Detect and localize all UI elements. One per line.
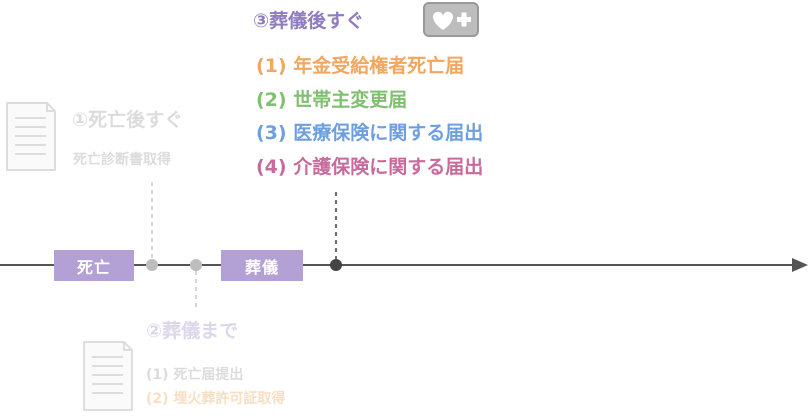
step3-item-1: (1) 年金受給権者死亡届 [256, 55, 465, 77]
step2-item-2: (2) 埋火葬許可証取得 [146, 391, 286, 407]
step2-item-1: (1) 死亡届提出 [146, 367, 244, 383]
step1-item-1: 死亡診断書取得 [73, 152, 171, 168]
step1-title: ①死亡後すぐ [72, 109, 184, 131]
timeline-dot-step2 [190, 259, 202, 271]
timeline-dot-step1 [146, 259, 158, 271]
document-icon [6, 102, 56, 171]
step3-item-2: (2) 世帯主変更届 [256, 89, 408, 111]
step3-title: ③葬儀後すぐ [253, 10, 365, 32]
timeline-dot-step3 [330, 259, 342, 271]
step3-item-3: (3) 医療保険に関する届出 [256, 122, 484, 144]
death-label: 死亡 [54, 250, 134, 281]
insurance-card-icon [423, 2, 479, 37]
step3-item-4: (4) 介護保険に関する届出 [256, 156, 484, 178]
document-icon [83, 341, 133, 411]
funeral-label: 葬儀 [221, 250, 303, 281]
timeline-arrowhead [792, 258, 808, 272]
step2-title: ②葬儀まで [146, 320, 239, 342]
